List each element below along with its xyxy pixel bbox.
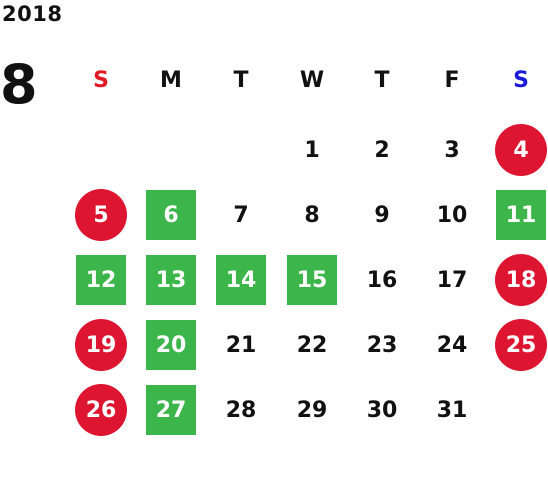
day-cell-29: 29 — [296, 397, 328, 423]
day-cell-2: 2 — [374, 137, 390, 163]
day-cell-26: 26 — [75, 384, 127, 436]
calendar-year: 2018 — [2, 2, 63, 26]
day-cell-16: 16 — [366, 267, 398, 293]
day-cell-31: 31 — [436, 397, 468, 423]
day-cell-3: 3 — [444, 137, 460, 163]
day-cell-11: 11 — [496, 190, 546, 240]
calendar-month: 8 — [0, 53, 38, 116]
day-cell-27: 27 — [146, 385, 196, 435]
day-cell-4: 4 — [495, 124, 547, 176]
weekday-wednesday: W — [299, 68, 325, 93]
weekday-tuesday: T — [233, 68, 249, 93]
day-cell-22: 22 — [296, 332, 328, 358]
day-cell-28: 28 — [225, 397, 257, 423]
weekday-monday: M — [160, 68, 182, 93]
day-cell-5: 5 — [75, 189, 127, 241]
day-cell-15: 15 — [287, 255, 337, 305]
day-cell-7: 7 — [233, 202, 249, 228]
day-cell-12: 12 — [76, 255, 126, 305]
day-cell-17: 17 — [436, 267, 468, 293]
weekday-friday: F — [444, 68, 460, 93]
day-cell-1: 1 — [304, 137, 320, 163]
day-cell-19: 19 — [75, 319, 127, 371]
day-cell-20: 20 — [146, 320, 196, 370]
day-cell-10: 10 — [436, 202, 468, 228]
weekday-sunday: S — [93, 68, 109, 93]
day-cell-21: 21 — [225, 332, 257, 358]
day-cell-9: 9 — [374, 202, 390, 228]
day-cell-24: 24 — [436, 332, 468, 358]
day-cell-6: 6 — [146, 190, 196, 240]
weekday-thursday: T — [374, 68, 390, 93]
day-cell-25: 25 — [495, 319, 547, 371]
day-cell-13: 13 — [146, 255, 196, 305]
day-cell-23: 23 — [366, 332, 398, 358]
day-cell-30: 30 — [366, 397, 398, 423]
weekday-saturday: S — [513, 68, 529, 93]
day-cell-18: 18 — [495, 254, 547, 306]
day-cell-8: 8 — [304, 202, 320, 228]
day-cell-14: 14 — [216, 255, 266, 305]
